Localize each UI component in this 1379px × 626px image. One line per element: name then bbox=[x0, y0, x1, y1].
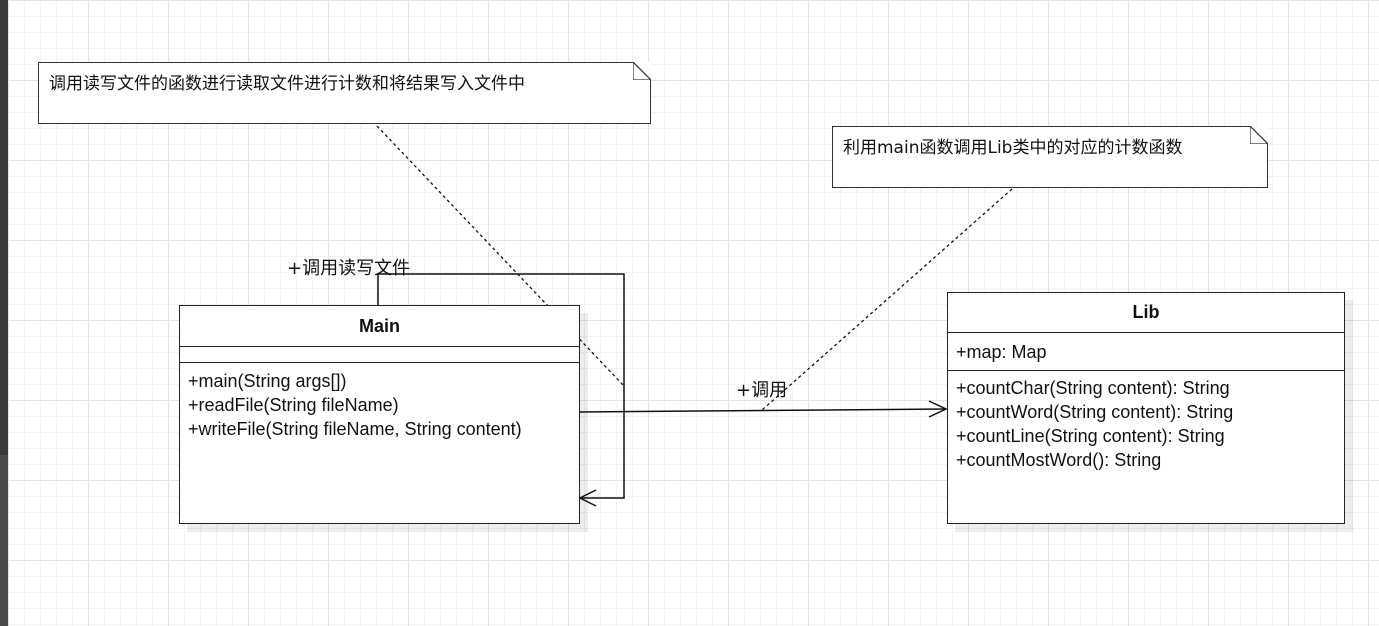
class-main-attributes bbox=[180, 347, 579, 363]
main-lib-association-label: +调用 bbox=[736, 380, 788, 401]
class-lib-name: Lib bbox=[948, 293, 1344, 333]
self-association-label: +调用读写文件 bbox=[287, 258, 411, 279]
class-main-name: Main bbox=[180, 306, 579, 347]
lib-note[interactable]: 利用main函数调用Lib类中的对应的计数函数 bbox=[832, 126, 1268, 188]
class-lib[interactable]: Lib +map: Map +countChar(String content)… bbox=[947, 292, 1345, 524]
note-fold-icon bbox=[1250, 126, 1268, 144]
lib-note-text: 利用main函数调用Lib类中的对应的计数函数 bbox=[843, 138, 1183, 158]
class-lib-attributes: +map: Map bbox=[948, 333, 1344, 371]
left-panel-edge bbox=[0, 0, 8, 626]
main-lib-arrowhead bbox=[928, 400, 948, 418]
lib-note-anchor[interactable] bbox=[761, 188, 1013, 411]
operation-readfile: +readFile(String fileName) bbox=[188, 395, 399, 415]
operation-countword: +countWord(String content): String bbox=[956, 402, 1234, 422]
class-main[interactable]: Main +main(String args[]) +readFile(Stri… bbox=[179, 305, 580, 524]
self-association-line[interactable] bbox=[377, 273, 625, 499]
class-main-operations: +main(String args[]) +readFile(String fi… bbox=[180, 363, 579, 441]
operation-writefile: +writeFile(String fileName, String conte… bbox=[188, 419, 522, 439]
note-fold-icon bbox=[633, 62, 651, 80]
operation-countline: +countLine(String content): String bbox=[956, 426, 1225, 446]
main-note-text: 调用读写文件的函数进行读取文件进行计数和将结果写入文件中 bbox=[49, 74, 525, 94]
main-note[interactable]: 调用读写文件的函数进行读取文件进行计数和将结果写入文件中 bbox=[38, 62, 651, 124]
self-association-arrowhead bbox=[578, 489, 597, 507]
operation-main: +main(String args[]) bbox=[188, 371, 347, 391]
operation-countchar: +countChar(String content): String bbox=[956, 378, 1230, 398]
operation-countmostword: +countMostWord(): String bbox=[956, 450, 1162, 470]
class-lib-operations: +countChar(String content): String +coun… bbox=[948, 371, 1344, 472]
main-lib-association-line[interactable] bbox=[579, 408, 947, 413]
left-panel-edge-lower bbox=[0, 455, 8, 626]
attribute-map: +map: Map bbox=[956, 342, 1047, 362]
